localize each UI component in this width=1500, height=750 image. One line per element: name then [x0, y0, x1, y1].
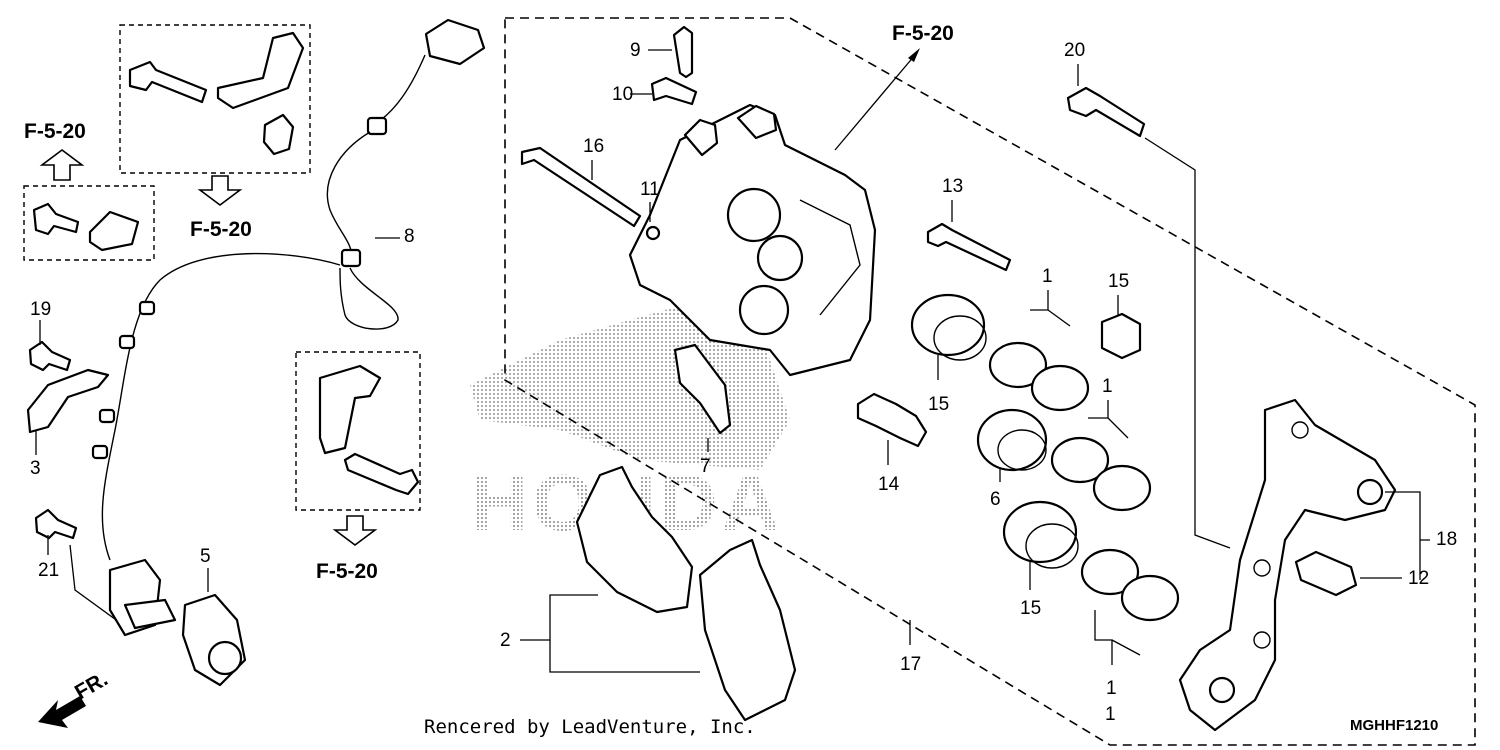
- leader-2b: [549, 640, 700, 673]
- ref-label-mid: F-5-20: [316, 560, 378, 583]
- diagram-code: MGHHF1210: [1350, 717, 1438, 734]
- callout-3: 3: [30, 458, 41, 479]
- cap-14: [1100, 312, 1142, 360]
- bolt-13: [856, 392, 928, 448]
- callout-16: 16: [583, 136, 604, 157]
- caliper-bracket-18: [1178, 398, 1397, 732]
- ref-label-top-center: F-5-20: [892, 22, 954, 45]
- callout-5: 5: [200, 546, 211, 567]
- bracket-bolt-part: [128, 31, 305, 156]
- down-arrow-top: [197, 175, 243, 206]
- leader-1c: [1094, 610, 1141, 665]
- cap-7: [650, 76, 698, 106]
- stay-3: [26, 368, 110, 434]
- callout-4: 8: [404, 226, 415, 247]
- callout-2: 2: [500, 630, 511, 651]
- credit-text: Rencered by LeadVenture, Inc.: [424, 716, 756, 738]
- callout-1a: 1: [1042, 266, 1053, 287]
- bolt-20: [1066, 86, 1146, 138]
- callout-14: 15: [1108, 271, 1129, 292]
- bolt-12: [926, 222, 1012, 272]
- dashed-box-bracket-bolt: [119, 24, 311, 174]
- callout-17: 17: [900, 654, 921, 675]
- clip-bolt-part: [32, 202, 140, 252]
- callout-15a: 15: [928, 394, 949, 415]
- down-arrow-mid: [332, 515, 378, 546]
- callout-13: 14: [878, 474, 900, 495]
- clip-11: [1294, 550, 1358, 597]
- leader-18: [1385, 491, 1430, 580]
- leader-21b: [69, 544, 131, 631]
- callout-6: 9: [630, 40, 641, 61]
- brake-pads-2: [575, 465, 797, 722]
- leader-1b: [1088, 400, 1129, 439]
- ring-10: [645, 225, 661, 241]
- callout-11: 12: [1408, 568, 1429, 589]
- callout-19: 19: [30, 299, 51, 320]
- ref-label-left: F-5-20: [24, 120, 86, 143]
- callout-7: 10: [612, 84, 633, 105]
- callout-9: 7: [700, 456, 711, 477]
- dashed-box-mid: [295, 351, 421, 511]
- pin-16: [520, 146, 642, 228]
- ref-label-top-left: F-5-20: [190, 218, 252, 241]
- pistons-seals: [910, 293, 1180, 622]
- callout-10: 11: [640, 179, 660, 200]
- callout-1d: 1: [1105, 704, 1116, 725]
- callout-1c: 1: [1106, 678, 1117, 699]
- leader-ref-top: [834, 54, 916, 151]
- dotted-shadow-area: [470, 300, 790, 470]
- sensor-5: [108, 558, 247, 687]
- callout-21: 21: [38, 560, 59, 581]
- up-arrow: [39, 149, 85, 181]
- bolt-21: [34, 508, 78, 540]
- wheel-speed-sensor-cable: [91, 18, 486, 561]
- callout-8: 6: [990, 489, 1001, 510]
- dashed-box-clip-bolt: [23, 185, 155, 261]
- leader-1a: [1030, 290, 1071, 327]
- callout-1b: 1: [1102, 376, 1113, 397]
- leader-arrowhead: [908, 48, 920, 62]
- fr-arrow: [38, 696, 86, 728]
- callout-12: 13: [942, 176, 963, 197]
- callout-15b: 15: [1020, 598, 1041, 619]
- callout-18: 18: [1436, 529, 1457, 550]
- leader-20-path: [1144, 137, 1231, 549]
- bolt-19: [28, 340, 72, 372]
- callout-20: 20: [1064, 40, 1085, 61]
- bleeder-6: [672, 25, 694, 79]
- caliper-body: [628, 103, 877, 377]
- assembly-boundary-17: [504, 17, 1476, 746]
- mid-bracket-bolt: [318, 364, 420, 496]
- leader-2a: [520, 594, 598, 641]
- spring-9: [673, 343, 732, 435]
